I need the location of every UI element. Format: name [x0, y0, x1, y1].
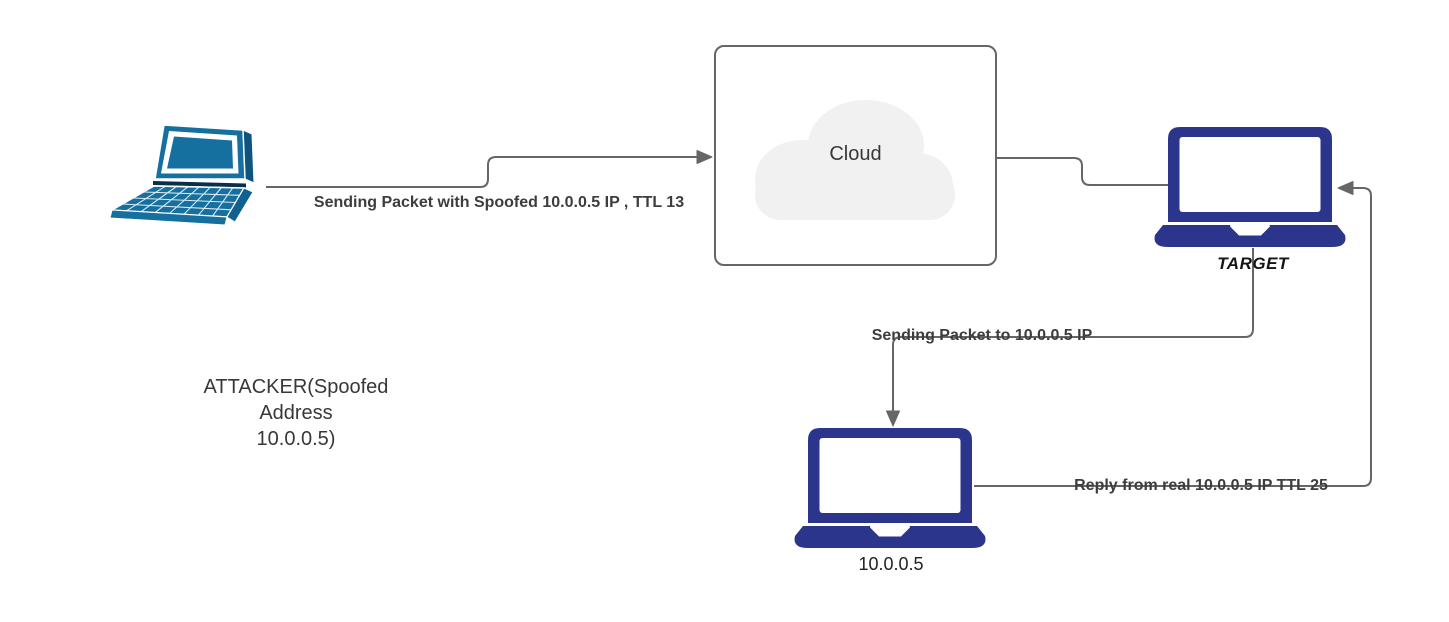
edge-target-to-host — [886, 248, 1254, 427]
cloud-icon — [755, 100, 955, 220]
arrowhead-right-icon — [696, 150, 713, 164]
arrowhead-left-icon — [1337, 181, 1354, 195]
arrowhead-down-icon — [886, 410, 900, 427]
edge-attacker-to-cloud — [266, 150, 713, 188]
node-real-host — [793, 428, 987, 548]
host-laptop-icon — [794, 428, 986, 548]
edge-cloud-to-target — [996, 157, 1169, 186]
edge-label-packet-to-host: Sending Packet to 10.0.0.5 IP — [871, 327, 1093, 344]
edge-label-spoofed-packet: Sending Packet with Spoofed 10.0.0.5 IP … — [313, 194, 685, 211]
real-host-label: 10.0.0.5 — [858, 554, 924, 574]
node-target — [1153, 127, 1347, 247]
edge-label-reply-from-host: Reply from real 10.0.0.5 IP TTL 25 — [1074, 477, 1328, 494]
target-laptop-icon — [1154, 127, 1346, 247]
edge-host-to-target — [974, 181, 1372, 487]
node-cloud: Cloud — [714, 45, 997, 266]
attacker-label: ATTACKER(Spoofed Address 10.0.0.5) — [203, 376, 389, 450]
target-label: TARGET — [1217, 254, 1289, 273]
node-attacker: ATTACKER(Spoofed Address 10.0.0.5) — [106, 122, 388, 450]
attacker-laptop-icon — [109, 124, 255, 226]
cloud-label: Cloud — [829, 143, 882, 165]
